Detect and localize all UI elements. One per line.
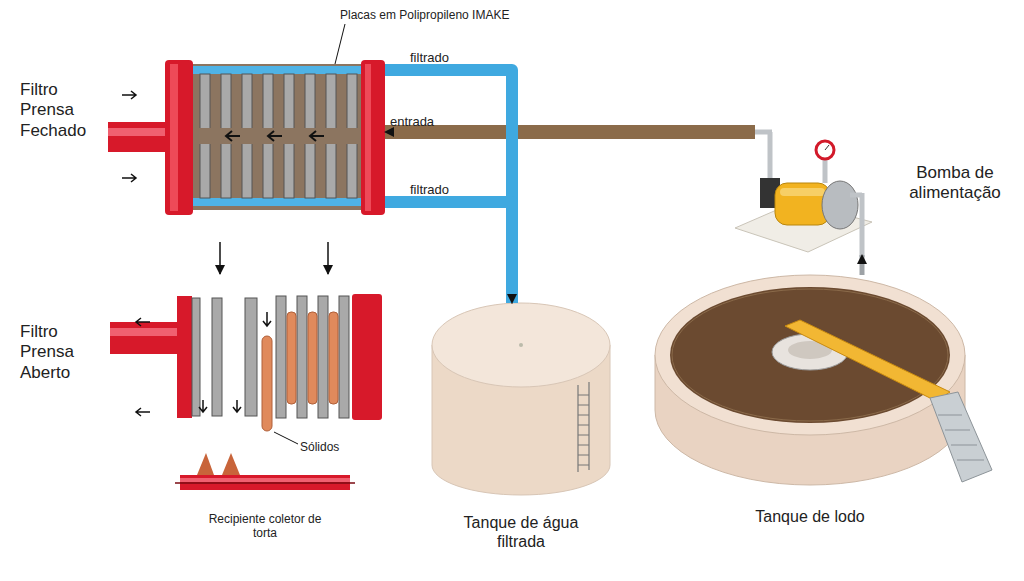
open-filter-press-part <box>110 328 178 336</box>
water-tank-node: Tanque de água filtrada <box>432 303 610 560</box>
part-callout: Sólidos <box>300 440 339 454</box>
callout-leader-part <box>335 24 345 64</box>
filtrate-pipe <box>385 70 512 303</box>
node-heading: Filtro Prensa Aberto <box>20 322 112 383</box>
sludge-tank-node: Tanque de lodo <box>655 275 1000 540</box>
cake-collector-part <box>175 482 355 484</box>
feed-pump-part <box>755 130 772 135</box>
pipe-label: entrada <box>390 114 434 130</box>
pipe-label: filtrado <box>410 182 449 198</box>
sludge-tank-part <box>670 287 950 423</box>
open-filter-press-part <box>233 400 241 412</box>
closed-filter-press-part <box>226 131 240 141</box>
open-filter-press-part <box>339 296 349 418</box>
feed-pump <box>735 132 872 257</box>
node-heading: Tanque de lodo <box>710 507 910 526</box>
cake-collector-part <box>222 453 240 475</box>
open-filter-press-part <box>274 432 298 444</box>
closed-filter-press-part <box>193 66 361 74</box>
closed-filter-press-part <box>108 122 168 152</box>
open-filter-press-part <box>318 296 328 418</box>
sludge-tank-part <box>785 320 950 401</box>
feed-pump-part <box>816 141 834 159</box>
callout-leader <box>335 24 345 64</box>
water-tank-part <box>578 395 589 465</box>
open-filter-press-part <box>177 296 192 418</box>
open-filter-press-part <box>263 312 271 326</box>
sludge-tank-part <box>938 415 984 460</box>
closed-filter-press-part <box>310 131 324 141</box>
sludge-tank-part <box>930 392 992 482</box>
feed-pump-part <box>825 145 829 150</box>
feed-pump-part <box>780 188 825 196</box>
feed-pump-part <box>822 181 858 229</box>
closed-filter-press-part <box>193 198 361 206</box>
water-tank-part <box>432 303 610 387</box>
node-heading: Filtro Prensa Fechado <box>20 80 112 141</box>
pump-node: Bomba de alimentação <box>755 125 1015 255</box>
closed-filter-press <box>108 60 385 215</box>
sludge-tank <box>655 275 992 485</box>
open-filter-press-part <box>110 322 178 354</box>
transition-arrow <box>327 242 329 274</box>
open-filter-press-part <box>136 408 150 416</box>
feed-pump-part <box>768 132 773 178</box>
closed-filter-press-part <box>365 64 371 211</box>
collector-node: Recipiente coletor de torta <box>175 450 355 555</box>
open-filter-press-part <box>136 318 150 326</box>
open-filter-press-part <box>329 312 338 404</box>
open-filter-press-part <box>212 298 222 416</box>
closed-filter-press-part <box>165 60 193 215</box>
open-filter-press-part <box>276 296 286 418</box>
cake-collector <box>175 453 355 490</box>
transition-arrow <box>219 242 221 274</box>
open-filter-press-part <box>199 400 207 412</box>
open-filter-press-part <box>352 294 382 420</box>
sludge-pipe <box>385 125 755 139</box>
closed-filter-press-part <box>361 60 385 215</box>
closed-filter-press-part <box>122 91 136 99</box>
feed-pipe <box>860 255 865 275</box>
pipe-label: filtrado <box>410 50 449 66</box>
closed-filter-press-part <box>268 131 282 141</box>
feed-pump-part <box>860 193 865 257</box>
closed-filter-press-part <box>193 128 361 144</box>
closed-filter-press-part <box>108 128 168 136</box>
closed-filter-press-part <box>193 64 361 210</box>
open-filter-press-part <box>308 312 317 404</box>
feed-pump-part <box>823 160 828 183</box>
cake-collector-part <box>180 478 350 482</box>
closed-filter-press-part <box>170 64 178 211</box>
open-press-node: Filtro Prensa Aberto <box>20 270 385 425</box>
open-filter-press-part <box>287 312 296 404</box>
node-heading: Tanque de água filtrada <box>462 513 580 551</box>
sludge-tank-part <box>655 275 965 435</box>
open-filter-press-part <box>192 298 200 416</box>
sludge-tank-part <box>655 413 965 414</box>
open-filter-press-part <box>297 296 307 418</box>
water-tank-part <box>519 343 523 347</box>
closed-filter-press-part <box>122 174 136 182</box>
water-tank <box>432 303 610 495</box>
open-filter-press <box>110 294 382 444</box>
water-tank-part <box>577 385 578 472</box>
sludge-tank-part <box>672 289 948 421</box>
node-heading: Bomba de alimentação <box>895 163 1015 204</box>
filtrate-pipe <box>385 202 512 303</box>
node-heading: Recipiente coletor de torta <box>200 512 330 541</box>
cake-collector-part <box>197 453 214 475</box>
open-filter-press-part <box>245 298 257 416</box>
part-callout: Placas em Polipropileno IMAKE <box>340 8 509 22</box>
open-filter-press-part <box>262 336 272 431</box>
closed-press-node: Filtro Prensa Fechado <box>20 58 385 236</box>
